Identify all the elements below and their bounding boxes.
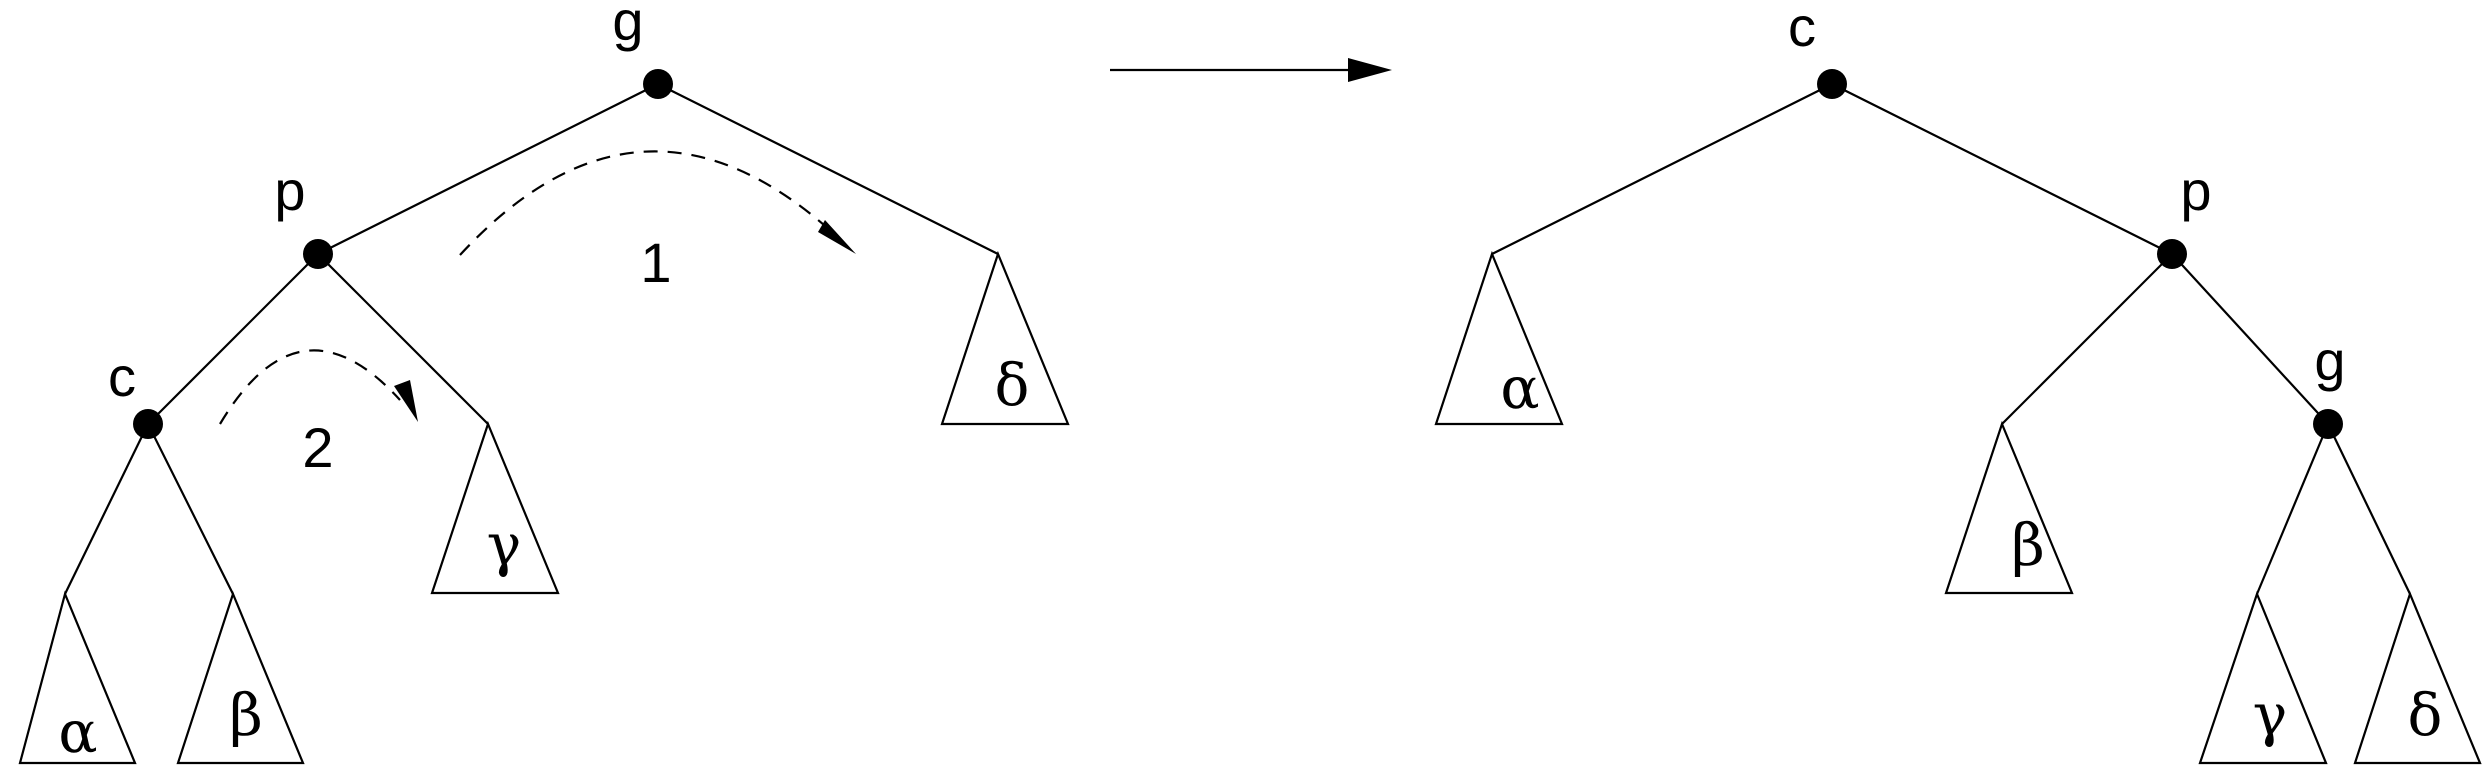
subtree-beta-after [1944,420,2074,595]
edge-p-beta-after [2001,253,2173,425]
edge-p-g-after [2171,253,2329,425]
node-g-label: g [612,0,643,52]
subtree-alpha [18,590,137,765]
node-p-after-label: p [2180,159,2211,222]
node-g-after [2313,409,2343,439]
rotation-step-2-label: 2 [302,416,333,479]
node-g-after-label: g [2314,329,2345,392]
subtree-delta-after-label: δ [2408,681,2443,749]
subtree-gamma [430,420,560,595]
node-c-after-label: c [1788,0,1816,58]
node-c-after [1817,69,1847,99]
subtree-beta-after-label: β [2011,511,2045,579]
node-p-label: p [274,159,305,222]
edge-c-alpha-after [1491,83,1833,255]
edge-g-delta-after [2327,423,2411,595]
rotation-step-1-label: 1 [640,231,671,294]
subtree-beta [176,590,305,765]
node-p [303,239,333,269]
subtree-delta-label: δ [995,351,1030,419]
rotation-arc-1 [459,150,833,256]
node-c-label: c [108,345,136,408]
transform-arrow-head [1348,58,1392,82]
node-p-after [2157,239,2187,269]
edge-c-alpha [64,423,149,595]
subtree-alpha-label: α [58,698,97,766]
edge-g-gamma-after [2255,423,2330,595]
edge-p-gamma [317,253,489,425]
subtree-gamma-label: γ [487,511,522,579]
edge-g-p [317,83,659,255]
edge-g-delta [657,83,999,255]
subtree-delta [940,250,1070,426]
subtree-gamma-after [2198,590,2328,765]
after-tree: α β γ δ c p g [1434,0,2482,765]
subtree-alpha-after [1434,250,1564,426]
subtree-gamma-after-label: γ [2253,681,2288,749]
rotation-arc-1-arrowhead [818,220,856,254]
edge-c-beta [147,423,234,595]
edge-c-p-after [1831,83,2173,255]
subtree-delta-after [2353,590,2482,765]
rotation-arc-2 [219,349,401,425]
node-g [643,69,673,99]
node-c [133,409,163,439]
transform-arrow [1110,58,1392,82]
edge-p-c [147,253,319,425]
subtree-alpha-after-label: α [1500,354,1539,422]
before-tree: α β γ δ 1 2 g p c [18,0,1070,766]
subtree-beta-label: β [229,681,263,749]
rotation-arc-2-arrowhead [394,380,418,422]
